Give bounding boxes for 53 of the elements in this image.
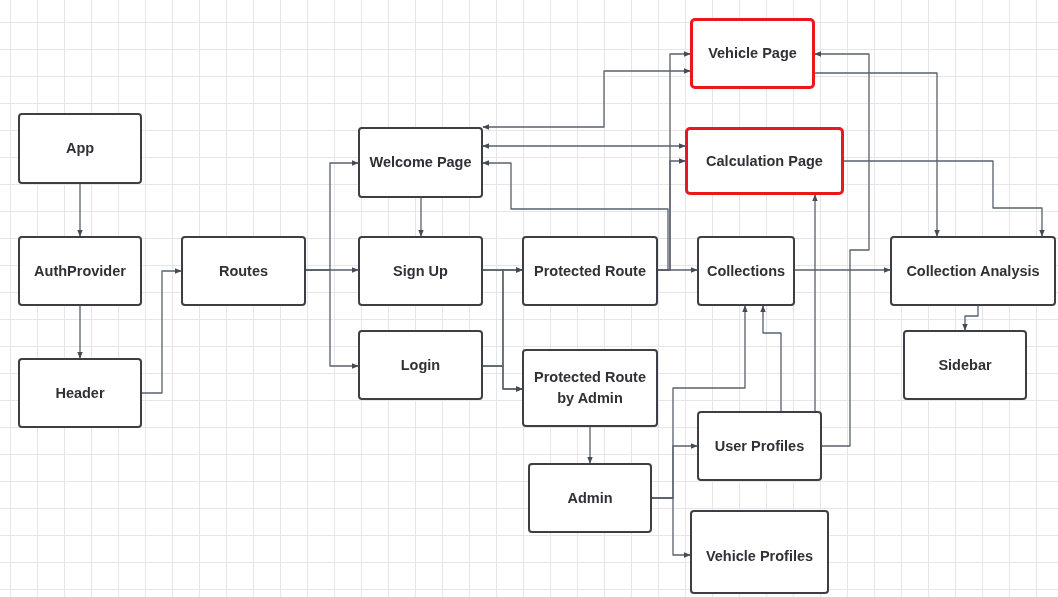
component-box [181,236,306,306]
component-box [685,127,844,195]
node-label: Vehicle Page [708,44,797,63]
connector-arrow [418,197,424,237]
connector-arrow [812,194,818,412]
component-box [903,330,1027,400]
component-box [697,411,822,481]
connector-arrow [482,68,691,130]
connector-arrow [482,365,523,392]
component-box [358,236,483,306]
component-box [697,236,795,306]
connector-arrow [814,51,870,447]
connector-arrow [587,426,593,464]
component-box [18,113,142,184]
connector-arrow [657,267,698,273]
node-label: Routes [218,261,269,281]
connector-arrow [843,160,1045,237]
connector-arrow [760,305,782,412]
component-box [358,330,483,400]
connector-arrow [651,497,691,558]
node-label: Protected Route [534,261,646,281]
node-label: Calculation Page [706,151,823,171]
node-label: AuthProvider [34,261,126,281]
connector-arrow [962,305,979,331]
node-label: Protected Route by Admin [533,368,647,408]
connector-arrow [77,183,83,237]
component-box [890,236,1056,306]
component-box [522,349,658,427]
connector-arrow [794,267,891,273]
node-label: Header [55,383,105,403]
component-box [528,463,652,533]
connector-arrow [482,160,669,271]
connector-arrow [77,305,83,359]
node-label: Collections [706,261,786,281]
node-label: App [65,139,95,158]
node-label: Sign Up [393,261,448,281]
connector-arrow [482,143,686,149]
node-label: Admin [567,488,613,508]
node-label: Welcome Page [369,153,472,172]
component-box [358,127,483,198]
component-box [690,510,829,594]
component-box [18,236,142,306]
component-box [690,18,815,89]
connector-arrow [814,72,940,237]
connector-arrow [305,269,359,369]
component-box [522,236,658,306]
node-label: Collection Analysis [906,261,1040,281]
node-label: Vehicle Profiles [705,547,814,566]
connector-arrow [141,268,182,394]
node-label: Login [400,355,441,375]
component-box [18,358,142,428]
node-label: User Profiles [714,436,805,456]
node-label: Sidebar [938,355,992,375]
